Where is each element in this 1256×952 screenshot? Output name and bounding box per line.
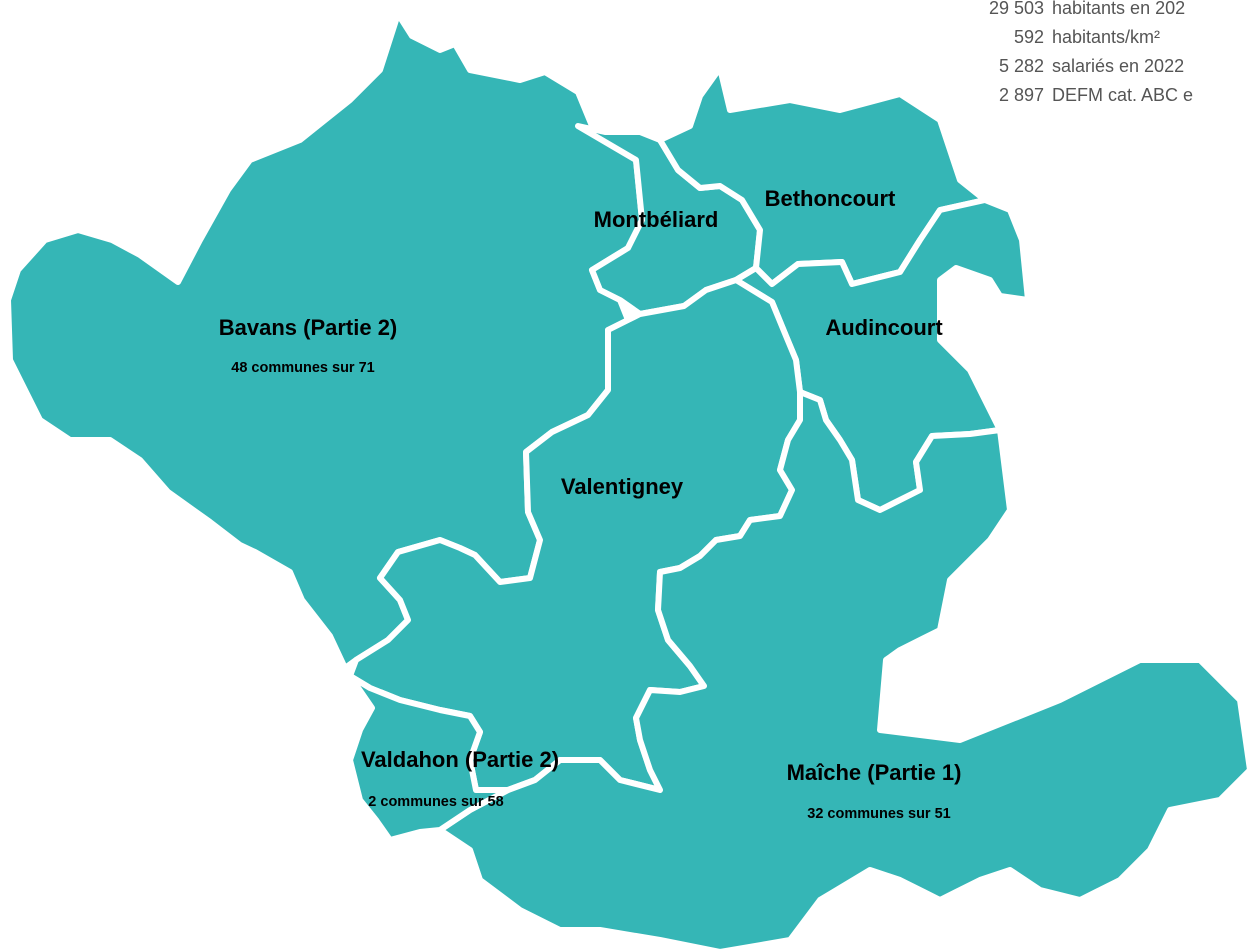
sub-maiche: 32 communes sur 51 bbox=[807, 806, 950, 822]
stat-label: habitants en 202 bbox=[1052, 0, 1186, 18]
stat-value: 29 503 bbox=[988, 0, 1044, 18]
stat-row-population: 29 503 habitants en 202 bbox=[970, 0, 1193, 23]
stat-value: 592 bbox=[1013, 27, 1044, 47]
label-valdahon: Valdahon (Partie 2) bbox=[361, 747, 559, 772]
label-audincourt: Audincourt bbox=[825, 315, 943, 340]
label-bavans: Bavans (Partie 2) bbox=[219, 315, 398, 340]
label-valentigney: Valentigney bbox=[561, 474, 684, 499]
stat-row-employees: 5 282 salariés en 2022 bbox=[970, 52, 1193, 81]
label-bethoncourt: Bethoncourt bbox=[765, 186, 896, 211]
sub-bavans: 48 communes sur 71 bbox=[231, 360, 374, 376]
region-valdahon[interactable] bbox=[347, 673, 511, 843]
sub-valdahon: 2 communes sur 58 bbox=[368, 794, 503, 810]
label-maiche: Maîche (Partie 1) bbox=[787, 760, 962, 785]
stat-row-density: 592 habitants/km² bbox=[970, 23, 1193, 52]
stat-value: 5 282 bbox=[998, 56, 1044, 76]
stat-label: DEFM cat. ABC e bbox=[1052, 85, 1194, 105]
stat-label: salariés en 2022 bbox=[1052, 56, 1185, 76]
stat-label: habitants/km² bbox=[1052, 27, 1161, 47]
stat-value: 2 897 bbox=[998, 85, 1044, 105]
stat-row-defm: 2 897 DEFM cat. ABC e bbox=[970, 81, 1193, 110]
label-montbeliard: Montbéliard bbox=[594, 207, 719, 232]
region-maiche[interactable] bbox=[437, 389, 1253, 952]
